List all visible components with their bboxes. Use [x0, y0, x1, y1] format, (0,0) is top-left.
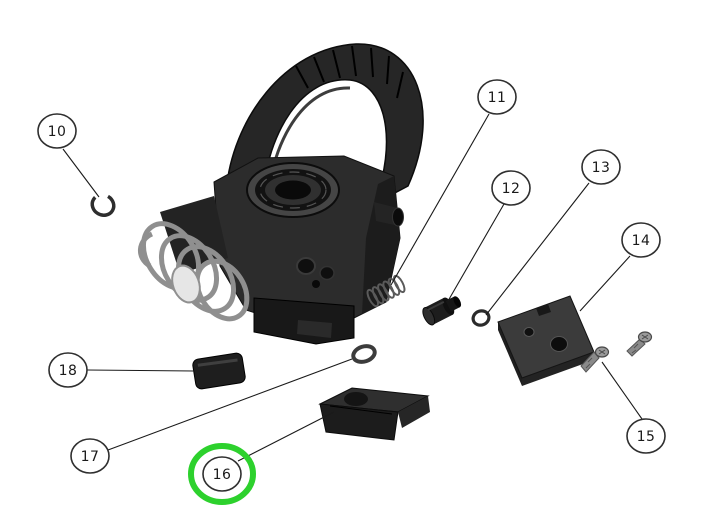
leader-line-11	[390, 113, 490, 286]
leader-line-13	[485, 182, 590, 316]
callout-balloon-16[interactable]: 16	[202, 456, 242, 492]
part-15-screws	[580, 331, 653, 373]
callout-label-10: 10	[48, 124, 67, 140]
callout-balloon-13[interactable]: 13	[581, 149, 621, 185]
leader-line-10	[62, 148, 100, 198]
callout-balloon-12[interactable]: 12	[491, 170, 531, 206]
callout-balloon-11[interactable]: 11	[477, 79, 517, 115]
part-13-oring	[471, 309, 491, 327]
callout-balloon-10[interactable]: 10	[37, 113, 77, 149]
leader-line-14	[579, 255, 631, 312]
callout-balloon-14[interactable]: 14	[621, 222, 661, 258]
part-16-bracket	[318, 387, 430, 441]
part-14-plate	[497, 295, 595, 386]
pump-assembly-drawing	[138, 43, 424, 345]
leader-line-16	[237, 411, 335, 462]
mounting-foot	[253, 297, 355, 345]
callout-label-16: 16	[213, 467, 232, 483]
threaded-bore	[246, 162, 340, 218]
part-11-spring	[366, 274, 406, 308]
callout-label-14: 14	[632, 233, 651, 249]
callout-balloon-18[interactable]: 18	[48, 352, 88, 388]
leader-line-18	[86, 369, 195, 372]
leader-lines	[62, 113, 643, 462]
handle-outline	[225, 43, 424, 206]
part-17-washer	[351, 344, 377, 364]
white-oval-pad	[171, 264, 201, 304]
callout-label-12: 12	[502, 181, 521, 197]
callout-label-15: 15	[637, 429, 656, 445]
callout-label-17: 17	[81, 449, 100, 465]
callout-label-13: 13	[592, 160, 611, 176]
leader-line-15	[601, 361, 643, 420]
part-12-fitting	[422, 296, 462, 326]
leader-line-12	[447, 203, 505, 302]
callout-balloon-17[interactable]: 17	[70, 438, 110, 474]
callout-balloon-15[interactable]: 15	[626, 418, 666, 454]
leader-line-17	[107, 358, 353, 451]
side-stub	[374, 202, 404, 227]
part-10-retaining-ring	[90, 192, 116, 218]
callout-label-18: 18	[59, 363, 78, 379]
part-18-cap	[192, 352, 246, 390]
callout-label-11: 11	[488, 90, 507, 106]
highlight-ring	[188, 443, 256, 505]
handle-grip-ridges	[295, 45, 404, 99]
front-fittings	[296, 257, 335, 288]
